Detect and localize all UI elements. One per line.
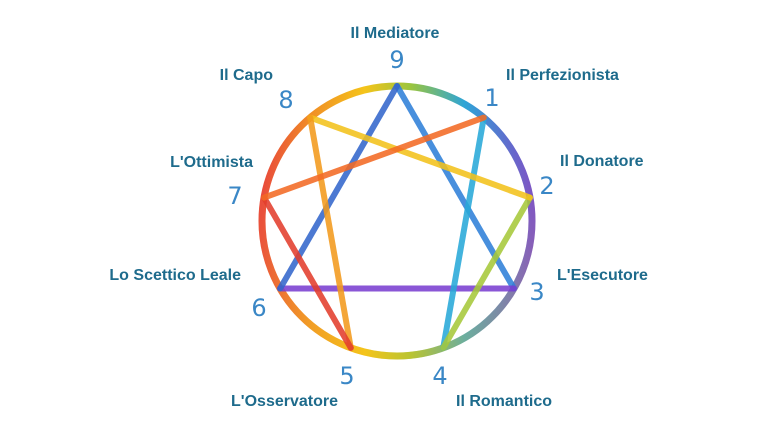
point-8-label: Il Capo <box>220 67 274 84</box>
point-8-number: 8 <box>278 86 293 114</box>
point-1-label: Il Perfezionista <box>506 67 619 84</box>
enneagram-line-2-8 <box>307 114 533 201</box>
point-1-number: 1 <box>484 84 499 112</box>
point-4-number: 4 <box>432 362 447 390</box>
point-3-number: 3 <box>529 278 544 306</box>
point-6-number: 6 <box>251 294 266 322</box>
point-9-number: 9 <box>389 46 404 74</box>
point-2-number: 2 <box>539 172 554 200</box>
point-7-number: 7 <box>227 182 242 210</box>
point-5-label: L'Osservatore <box>231 393 338 410</box>
enneagram-line-1-4 <box>440 114 487 351</box>
point-2-label: Il Donatore <box>560 153 644 170</box>
enneagram-ring-tint <box>258 82 536 360</box>
enneagram-line-5-7 <box>261 194 354 351</box>
point-6-label: Lo Scettico Leale <box>109 267 241 284</box>
enneagram-line-8-5 <box>307 114 354 351</box>
point-7-label: L'Ottimista <box>170 154 253 171</box>
point-9-label: Il Mediatore <box>351 25 440 42</box>
enneagram-line-7-1 <box>261 114 487 201</box>
point-3-label: L'Esecutore <box>557 267 648 284</box>
point-4-label: Il Romantico <box>456 393 552 410</box>
enneagram-line-4-2 <box>440 194 533 351</box>
point-5-number: 5 <box>339 362 354 390</box>
